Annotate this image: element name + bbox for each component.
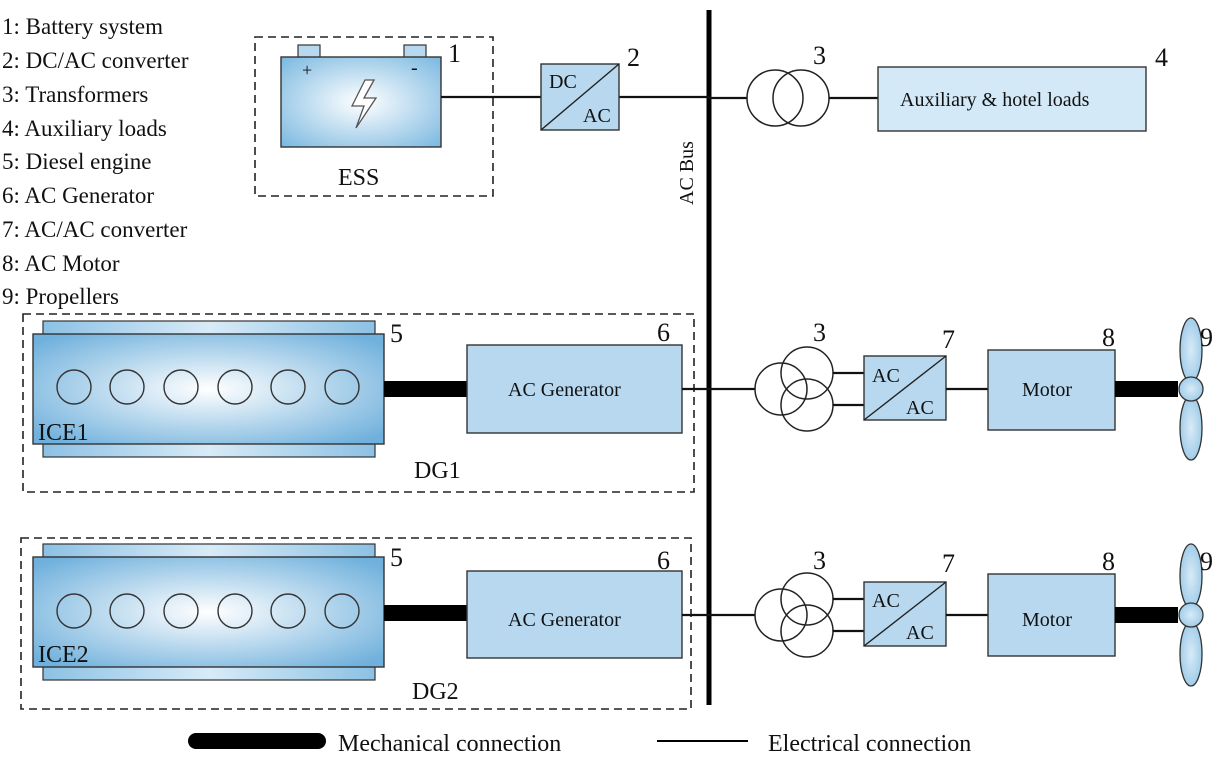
motor2-number: 8 xyxy=(1102,547,1115,576)
ess-label: ESS xyxy=(338,165,379,191)
dcac-converter: DC AC 2 xyxy=(540,43,640,131)
transformer2-number: 3 xyxy=(813,546,826,575)
ice1-number: 5 xyxy=(390,319,403,348)
dg1-dashed-frame xyxy=(22,313,695,493)
ice2-cylinder xyxy=(163,593,199,629)
propeller1-number: 9 xyxy=(1200,323,1213,352)
aux-transformer-coil-left xyxy=(746,69,804,127)
acac-converter1-number: 7 xyxy=(942,325,955,354)
ice2-cylinder xyxy=(324,593,360,629)
dcac-diagonal xyxy=(540,63,620,131)
battery-plus-sign: + xyxy=(302,60,312,80)
ice1-cylinder xyxy=(270,369,306,405)
aux-transformer-number: 3 xyxy=(813,41,826,70)
legend-item-3: 3: Transformers xyxy=(2,82,148,107)
legend-item-4: 4: Auxiliary loads xyxy=(2,116,167,141)
motor2-label: Motor xyxy=(1022,609,1072,631)
legend-item-9: 9: Propellers xyxy=(2,284,119,309)
legend-item-2: 2: DC/AC converter xyxy=(2,48,189,73)
propulsion-chain-1: 3 AC AC 7 Motor 8 9 xyxy=(709,317,1213,461)
propeller2-icon xyxy=(1178,543,1204,687)
ice2-bottom-band xyxy=(42,665,376,681)
propeller2-number: 9 xyxy=(1200,547,1213,576)
motor1-label: Motor xyxy=(1022,379,1072,401)
transformer1-primary-coil xyxy=(754,362,808,416)
ice1-cylinder xyxy=(109,369,145,405)
legend-item-1: 1: Battery system xyxy=(2,14,163,39)
motor1-number: 8 xyxy=(1102,323,1115,352)
generator2-box xyxy=(466,570,683,659)
motor1-box xyxy=(987,349,1116,431)
ice2-cylinder xyxy=(56,593,92,629)
ice1-cylinder xyxy=(217,369,253,405)
ice2-cylinder xyxy=(270,593,306,629)
legend-item-5: 5: Diesel engine xyxy=(2,149,151,174)
dg1-row: ICE1 5 AC Generator 6 DG1 xyxy=(22,313,709,493)
ess-group: + - ESS 1 xyxy=(254,36,494,197)
component-legend: 1: Battery system 2: DC/AC converter 3: … xyxy=(2,14,189,309)
ac-bus-label: AC Bus xyxy=(676,141,698,205)
propeller1-icon xyxy=(1178,317,1204,461)
connection-legend: Mechanical connection Electrical connect… xyxy=(188,731,971,757)
auxiliary-loads-number: 4 xyxy=(1155,43,1168,72)
auxiliary-loads-label: Auxiliary & hotel loads xyxy=(900,89,1090,111)
acac-converter1-bottom-label: AC xyxy=(906,397,934,419)
generator1-box xyxy=(466,344,683,434)
transformer2-primary-coil xyxy=(754,588,808,642)
ess-dashed-frame xyxy=(254,36,494,197)
ice2-number: 5 xyxy=(390,543,403,572)
generator2-label: AC Generator xyxy=(508,609,621,631)
acac-converter1-diagonal xyxy=(863,355,947,421)
lightning-bolt-icon xyxy=(350,79,378,129)
ice1-cylinder xyxy=(163,369,199,405)
ice1-cylinder xyxy=(324,369,360,405)
mechanical-connection-label: Mechanical connection xyxy=(338,731,561,757)
acac-converter2-top-label: AC xyxy=(872,590,900,612)
ice2-cylinder xyxy=(217,593,253,629)
acac-converter2-bottom-label: AC xyxy=(906,622,934,644)
transformer1-number: 3 xyxy=(813,318,826,347)
dg1-label: DG1 xyxy=(414,458,461,484)
dg2-label: DG2 xyxy=(412,679,459,705)
acac-converter2-number: 7 xyxy=(942,549,955,578)
ice2-top-band xyxy=(42,543,376,559)
dg2-row: ICE2 5 AC Generator 6 DG2 xyxy=(20,537,709,710)
legend-item-7: 7: AC/AC converter xyxy=(2,217,188,242)
acac-converter1-top-label: AC xyxy=(872,365,900,387)
ice1-cylinder xyxy=(56,369,92,405)
ice1-label: ICE1 xyxy=(38,420,89,446)
auxiliary-loads-box xyxy=(877,66,1147,132)
legend-item-8: 8: AC Motor xyxy=(2,251,120,276)
generator1-label: AC Generator xyxy=(508,379,621,401)
dg2-dashed-frame xyxy=(20,537,692,710)
acac-converter2-diagonal xyxy=(863,581,947,647)
dcac-bottom-label: AC xyxy=(583,105,611,127)
ice2-cylinder xyxy=(109,593,145,629)
ess-number: 1 xyxy=(448,39,461,68)
ice1-bottom-band xyxy=(42,442,376,458)
generator1-number: 6 xyxy=(657,318,670,347)
dcac-top-label: DC xyxy=(549,71,577,93)
propulsion-chain-2: 3 AC AC 7 Motor 8 9 xyxy=(709,543,1213,687)
ice2-label: ICE2 xyxy=(38,642,89,668)
electrical-connection-label: Electrical connection xyxy=(768,731,971,757)
battery-minus-sign: - xyxy=(411,57,418,79)
legend-item-6: 6: AC Generator xyxy=(2,183,154,208)
generator2-number: 6 xyxy=(657,546,670,575)
battery-terminal-positive xyxy=(297,44,321,59)
dcac-number: 2 xyxy=(627,43,640,72)
ice1-top-band xyxy=(42,320,376,336)
